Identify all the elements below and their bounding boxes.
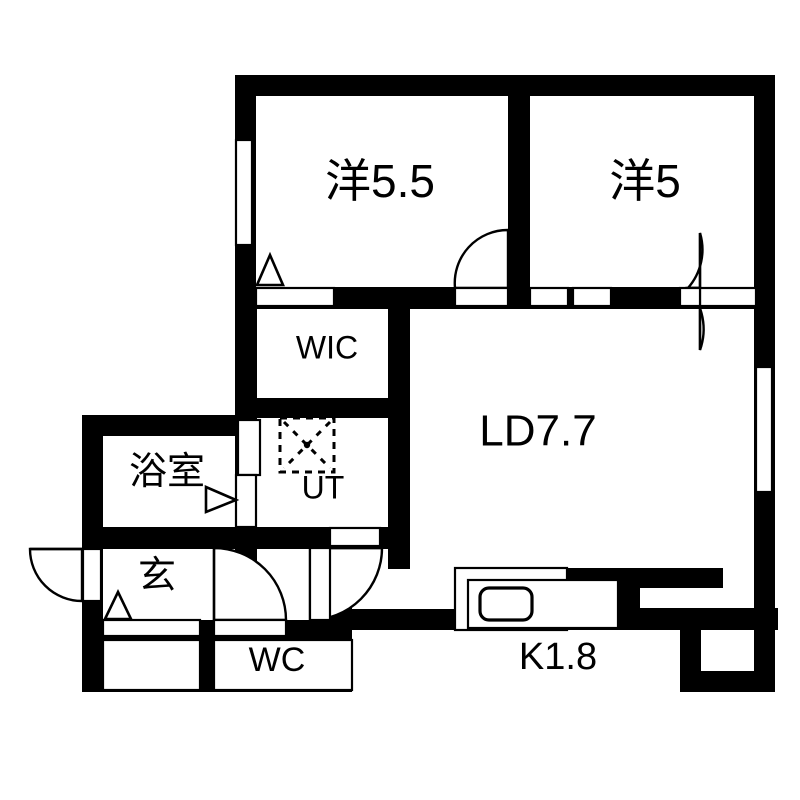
wall-wic-ut-east [388, 287, 410, 569]
genkan-step-marker [102, 589, 134, 621]
genkan-step-line [101, 618, 202, 638]
door-swing-arc-bedroom-55 [453, 228, 510, 290]
wall-kitchen-niche-lower [618, 608, 778, 630]
window-west-bedroom-55 [234, 138, 254, 247]
door-bathroom [204, 473, 258, 529]
room-label-ut: UT [302, 469, 345, 505]
window-east-ld [754, 365, 774, 494]
closet-door-bedroom-55 [254, 286, 336, 308]
exterior-walls [82, 75, 775, 692]
washer-drain [303, 441, 311, 449]
room-label-wic: WIC [296, 329, 358, 365]
door-wc [212, 546, 354, 692]
room-label-washitsu-5: 洋5 [609, 155, 681, 207]
bath-door-panel [234, 473, 258, 529]
front-door [28, 547, 103, 603]
room-labels: 洋5.5 洋5 WIC UT 浴室 玄 WC LD7.7 K1.8 [129, 155, 681, 679]
wall-wic-ut-divider [235, 398, 410, 418]
wc-door-swing-arc [212, 546, 288, 622]
washer-pan-cross [282, 420, 332, 470]
wall-wc-divider [200, 620, 214, 692]
wall-between-bedrooms [508, 75, 530, 309]
door-bedroom-5 [678, 232, 758, 351]
kitchen-fixtures [453, 566, 620, 632]
room-label-ld: LD7.7 [479, 407, 596, 456]
closet-door-bedroom-5 [528, 286, 570, 308]
windows [234, 138, 774, 494]
bath-door-arrow [204, 485, 240, 514]
front-door-swing-arc [28, 547, 84, 603]
front-door-panel [81, 547, 103, 603]
washer-pan-outline [278, 416, 336, 474]
hall-ld-door-panel [308, 546, 332, 622]
door-panel-bedroom-55 [453, 286, 510, 308]
genkan-elements [101, 589, 202, 692]
level-marker-bedroom-55 [255, 251, 285, 287]
door-hall-ld [308, 546, 384, 622]
door-threshold-bedroom-5 [678, 286, 702, 308]
closet-door-bedroom-5-b [571, 286, 613, 308]
wall-stub-bedroom-divider [508, 287, 530, 309]
wc-door-panel [212, 618, 288, 638]
ut-openings [236, 418, 382, 548]
door-bedroom-55 [453, 228, 510, 308]
wall-ut-bottom [235, 527, 410, 549]
kitchen-sink-basin [478, 586, 534, 622]
wall-bath-bottom [82, 527, 257, 549]
room-label-wc: WC [249, 641, 306, 679]
shoe-cabinet [101, 638, 202, 692]
door-panel-bedroom-5 [698, 286, 758, 308]
room-label-washitsu-55: 洋5.5 [325, 155, 435, 207]
room-label-yokushitsu: 浴室 [129, 451, 205, 493]
ut-door-bottom [328, 526, 382, 548]
wc-room-outline [212, 638, 354, 692]
room-label-genkan: 玄 [138, 555, 176, 597]
ut-niche-west [236, 418, 262, 477]
room-label-kitchen: K1.8 [519, 636, 597, 678]
washing-machine-pan [278, 416, 336, 474]
closet-doors [254, 251, 613, 308]
